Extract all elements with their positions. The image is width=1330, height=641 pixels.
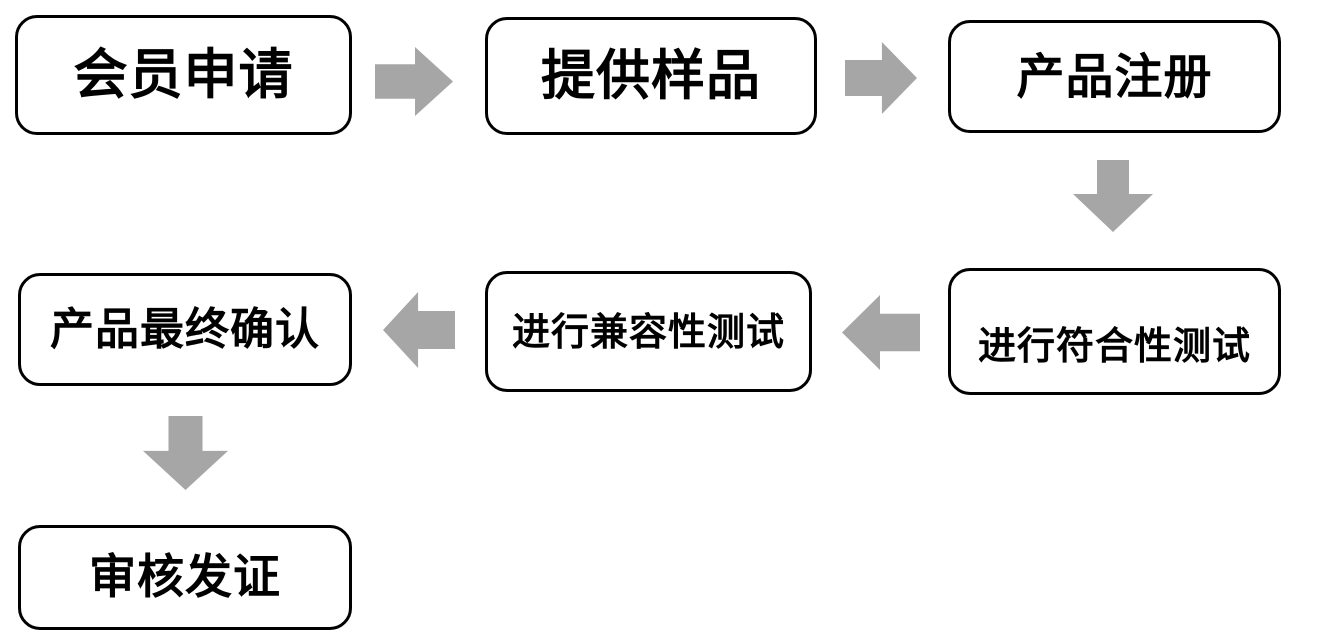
arrow-down-icon: [1073, 160, 1153, 232]
flow-node-membership-application: 会员申请: [15, 15, 352, 135]
flow-node-label: 会员申请: [73, 43, 294, 106]
arrow-left-icon: [842, 295, 920, 370]
flow-node-label: 产品最终确认: [50, 303, 320, 355]
flow-node-label: 审核发证: [89, 550, 281, 605]
arrow-right-icon: [375, 47, 453, 116]
flow-node-label: 进行符合性测试: [977, 323, 1251, 368]
flow-node-provide-samples: 提供样品: [485, 17, 817, 135]
flow-node-label: 进行兼容性测试: [511, 309, 785, 354]
flow-node-review-and-certification: 审核发证: [18, 525, 352, 630]
arrow-down-icon: [143, 416, 228, 490]
flow-node-label: 产品注册: [1016, 48, 1213, 105]
arrow-left-icon: [383, 292, 455, 368]
flow-node-conformance-test: 进行符合性测试: [948, 268, 1281, 395]
flow-node-compatibility-test: 进行兼容性测试: [485, 271, 812, 392]
flow-node-label: 提供样品: [541, 44, 761, 107]
arrow-right-icon: [845, 42, 917, 114]
flow-node-final-product-confirmation: 产品最终确认: [18, 273, 352, 386]
flow-node-product-registration: 产品注册: [948, 20, 1281, 133]
